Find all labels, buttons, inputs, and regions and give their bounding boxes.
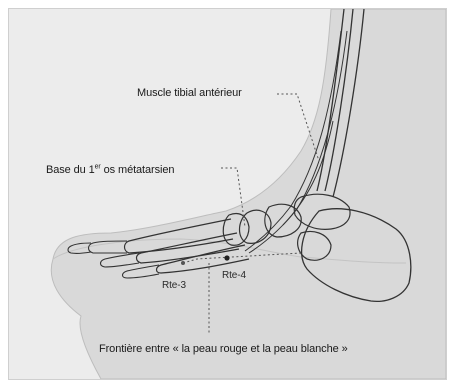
foot-illustration bbox=[9, 9, 446, 379]
rte4-point-marker bbox=[224, 255, 229, 260]
tibial-muscle-label: Muscle tibial antérieur bbox=[137, 87, 242, 100]
skin-border-label: Frontière entre « la peau rouge et la pe… bbox=[99, 343, 348, 356]
rte3-point-marker bbox=[181, 261, 185, 265]
first-metatarsal-label: Base du 1er os métatarsien bbox=[46, 164, 174, 177]
anatomy-figure: Muscle tibial antérieur Base du 1er os m… bbox=[8, 8, 447, 380]
rte3-label: Rte-3 bbox=[162, 279, 186, 292]
rte4-label: Rte-4 bbox=[222, 269, 246, 282]
